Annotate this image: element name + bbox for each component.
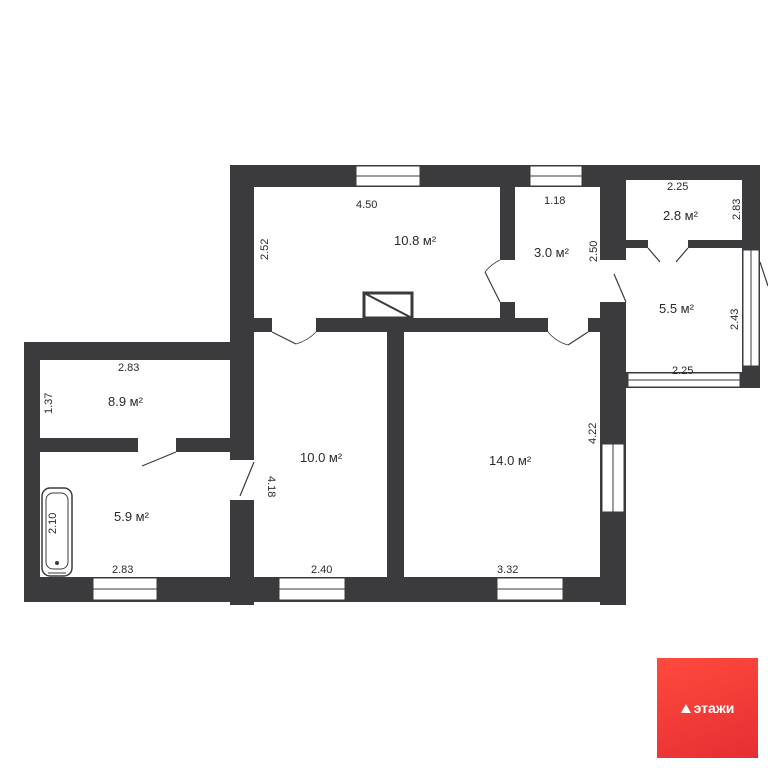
room-b-height: 2.50 xyxy=(588,241,600,262)
door-leaves xyxy=(141,247,689,497)
room-g-area: 10.0 м² xyxy=(300,450,343,465)
etazhi-logo: этажи xyxy=(657,658,758,758)
room-d-width: 2.25 xyxy=(672,365,693,377)
room-a-height: 2.52 xyxy=(259,239,271,260)
logo-text: этажи xyxy=(693,700,735,716)
room-f-height: 2.10 xyxy=(47,513,59,534)
room-c-width: 2.25 xyxy=(667,181,688,193)
area-labels: 10.8 м² 3.0 м² 2.8 м² 5.5 м² 8.9 м² 5.9 … xyxy=(108,208,699,524)
windows xyxy=(92,165,760,601)
room-h-height: 4.22 xyxy=(587,423,599,444)
room-d-area: 5.5 м² xyxy=(659,301,695,316)
door-openings xyxy=(138,240,688,500)
room-b-width: 1.18 xyxy=(544,195,565,207)
room-c-height: 2.83 xyxy=(731,199,743,220)
room-f-width: 2.83 xyxy=(112,564,133,576)
room-g-height: 4.18 xyxy=(265,476,277,497)
room-a-width: 4.50 xyxy=(356,199,377,211)
room-h-area: 14.0 м² xyxy=(489,453,532,468)
vent-shaft-icon xyxy=(362,291,414,320)
room-d-height: 2.43 xyxy=(729,309,741,330)
bathtub-icon xyxy=(41,487,73,577)
room-b-area: 3.0 м² xyxy=(534,245,570,260)
room-f-area: 5.9 м² xyxy=(114,509,150,524)
balcony-door-icon xyxy=(759,261,768,287)
room-e-width: 2.83 xyxy=(118,362,139,374)
room-c-area: 2.8 м² xyxy=(663,208,699,223)
room-h-width: 3.32 xyxy=(497,564,518,576)
room-e-area: 8.9 м² xyxy=(108,394,144,409)
dimension-labels: 4.50 2.52 1.18 2.50 2.25 2.83 2.43 2.25 … xyxy=(43,181,743,576)
house-icon xyxy=(680,703,691,713)
room-g-width: 2.40 xyxy=(311,564,332,576)
room-a-area: 10.8 м² xyxy=(394,233,437,248)
room-e-height: 1.37 xyxy=(43,393,55,414)
